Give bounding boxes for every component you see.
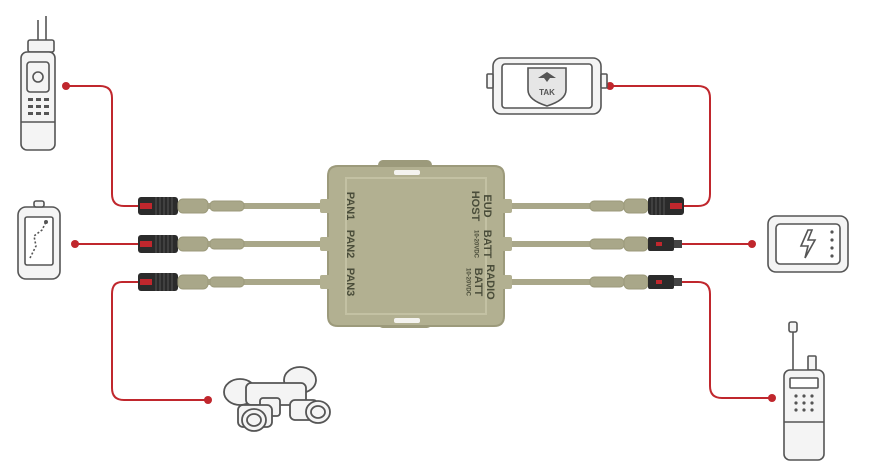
port-label-host: HOST [469,191,481,222]
link-nvg [111,281,208,401]
port-label-eud: EUD [481,194,493,217]
left-connectors [138,197,245,291]
port-label-batt: BATT [481,230,493,259]
right-connector-2 [589,236,682,252]
left-connector-3 [138,273,245,291]
night-vision-goggles-icon [223,366,331,432]
hub-body [327,165,505,327]
battery-pack-icon [767,215,849,273]
port-label-radio-batt: BATT [472,268,484,297]
handheld-radio-icon [783,321,825,461]
link-radio [682,281,772,399]
port-label-batt-voltage: 10-20VDC [472,230,478,259]
port-label-radio-voltage: 10-20VDC [464,268,470,297]
left-connector-2 [138,235,245,253]
link-mbitr [66,85,142,207]
port-label-pan1: PAN1 [344,192,356,221]
link-tablet [610,85,711,207]
link-dot-gps [71,240,79,248]
right-connector-1 [589,197,684,215]
port-label-pan3: PAN3 [344,268,356,297]
hub-box [320,160,512,328]
tablet-logo-text: TAK [539,88,555,97]
gps-handheld-icon [17,200,61,280]
link-dot-tablet [606,82,614,90]
tak-tablet-icon: TAK [486,57,608,115]
port-label-pan2: PAN2 [344,230,356,259]
link-dot-nvg [204,396,212,404]
link-dot-mbitr [62,82,70,90]
hub-labels: PAN1 PAN2 PAN3 EUD HOST BATT 10-20VDC RA… [344,191,496,300]
right-connector-3 [589,274,682,290]
right-connectors [589,197,684,290]
link-dot-battery [748,240,756,248]
port-label-radio: RADIO [484,264,496,300]
mbitr-radio-icon [20,16,56,151]
left-connector-1 [138,197,245,215]
link-lines [62,82,776,404]
hub-bevel [345,177,487,315]
link-dot-radio [768,394,776,402]
